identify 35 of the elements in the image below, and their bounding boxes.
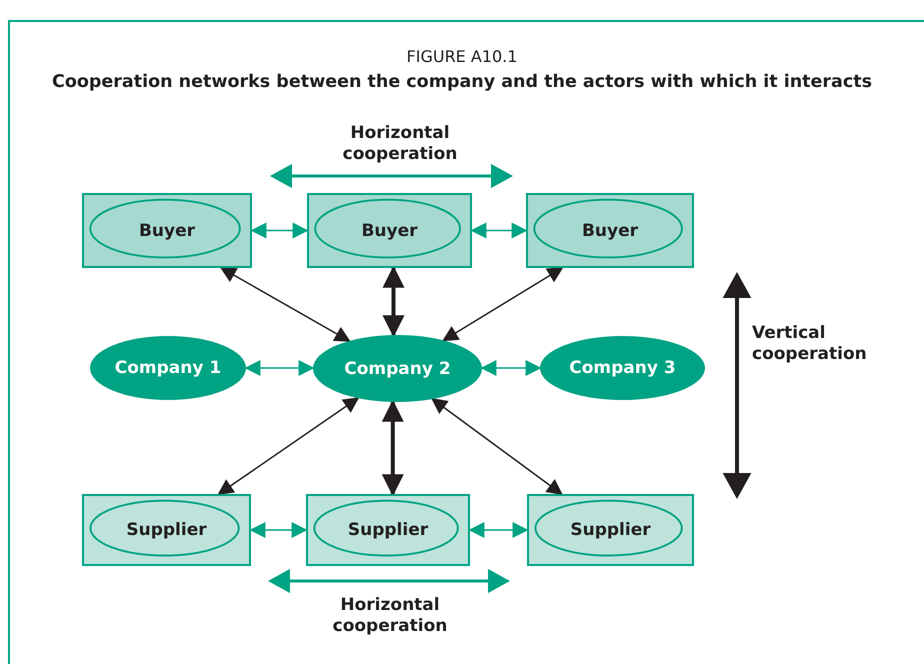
double-arrow bbox=[249, 522, 308, 538]
buyer-box bbox=[82, 193, 252, 268]
node-label: Supplier bbox=[125, 520, 208, 540]
company-ellipse bbox=[313, 335, 482, 402]
double-arrow bbox=[480, 360, 542, 376]
node-label: Buyer bbox=[138, 220, 196, 240]
double-arrow bbox=[470, 222, 528, 238]
cooperation-label: Vertical cooperation bbox=[752, 323, 868, 365]
company-ellipse bbox=[90, 336, 246, 400]
double-arrow bbox=[468, 522, 529, 538]
figure-number: FIGURE A10.1 bbox=[406, 46, 518, 67]
cooperation-label: Horizontal cooperation bbox=[332, 595, 448, 637]
double-arrow bbox=[217, 397, 360, 495]
cooperation-label: Horizontal cooperation bbox=[342, 123, 458, 165]
supplier-box bbox=[82, 494, 251, 566]
figure-title: Cooperation networks between the company and the actors with which it interacts bbox=[50, 72, 873, 92]
double-arrow bbox=[382, 400, 404, 496]
double-arrow bbox=[244, 360, 315, 376]
double-arrow bbox=[442, 267, 564, 342]
node-label: Supplier bbox=[569, 520, 652, 540]
double-arrow bbox=[382, 266, 404, 338]
node-label: Company 2 bbox=[343, 358, 452, 378]
buyer-box bbox=[526, 193, 694, 268]
double-arrow bbox=[220, 267, 351, 342]
node-label: Supplier bbox=[346, 520, 430, 540]
supplier-box bbox=[306, 494, 470, 566]
node-label: Company 3 bbox=[568, 358, 677, 378]
double-arrow bbox=[431, 398, 563, 495]
buyer-box bbox=[307, 193, 472, 268]
node-label: Buyer bbox=[580, 220, 640, 240]
node-label: Buyer bbox=[360, 220, 419, 240]
company-ellipse bbox=[540, 336, 705, 400]
supplier-box bbox=[527, 494, 694, 566]
double-arrow bbox=[250, 222, 309, 238]
node-label: Company 1 bbox=[114, 358, 222, 378]
